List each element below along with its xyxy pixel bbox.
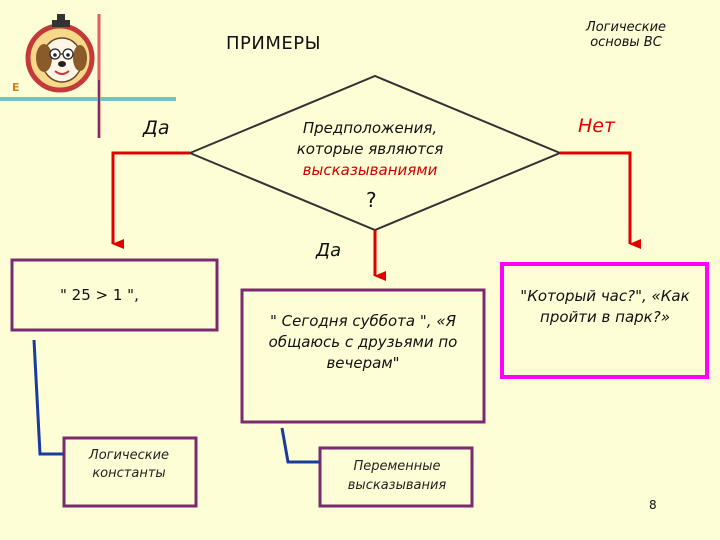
branch-label-no: Нет [578,115,616,137]
right-example-box [500,262,709,379]
page-number: 8 [649,498,657,512]
variables-connector [280,427,320,464]
decision-question-mark: ? [366,188,377,212]
right-example-text: "Который час?", «Как пройти в парк?» [520,287,690,326]
variables-label-line-1: Переменные [353,459,441,474]
dog-logo-icon [25,14,95,93]
middle-example-text: " Сегодня суббота ", «Я общаюсь с друзья… [268,312,458,372]
variables-label-line-2: высказывания [347,478,447,493]
constants-box [62,436,198,508]
branch-label-yes-left: Да [143,117,170,139]
no-right-arrow [560,151,641,249]
branch-label-yes-middle: Да [316,240,342,261]
decision-line-1: Предположения, [302,119,438,137]
constants-label: Логические константы [88,448,170,481]
constants-connector [32,339,64,456]
variables-box [318,446,474,508]
middle-example-box [240,288,486,424]
left-example-text: " 25 > 1 ", [60,286,139,304]
logo-letter: E [12,81,20,94]
header-subject: Логические основы ВС [585,20,667,50]
variables-label: Переменные высказывания [322,457,472,495]
decision-line-3: высказываниями [302,161,438,179]
slide-title: ПРИМЕРЫ [226,33,321,54]
left-example-box [10,258,219,332]
decision-line-2: которые являются [296,140,444,158]
yes-left-arrow [111,151,190,249]
decision-text: Предположения, которые являются высказыв… [250,118,490,181]
